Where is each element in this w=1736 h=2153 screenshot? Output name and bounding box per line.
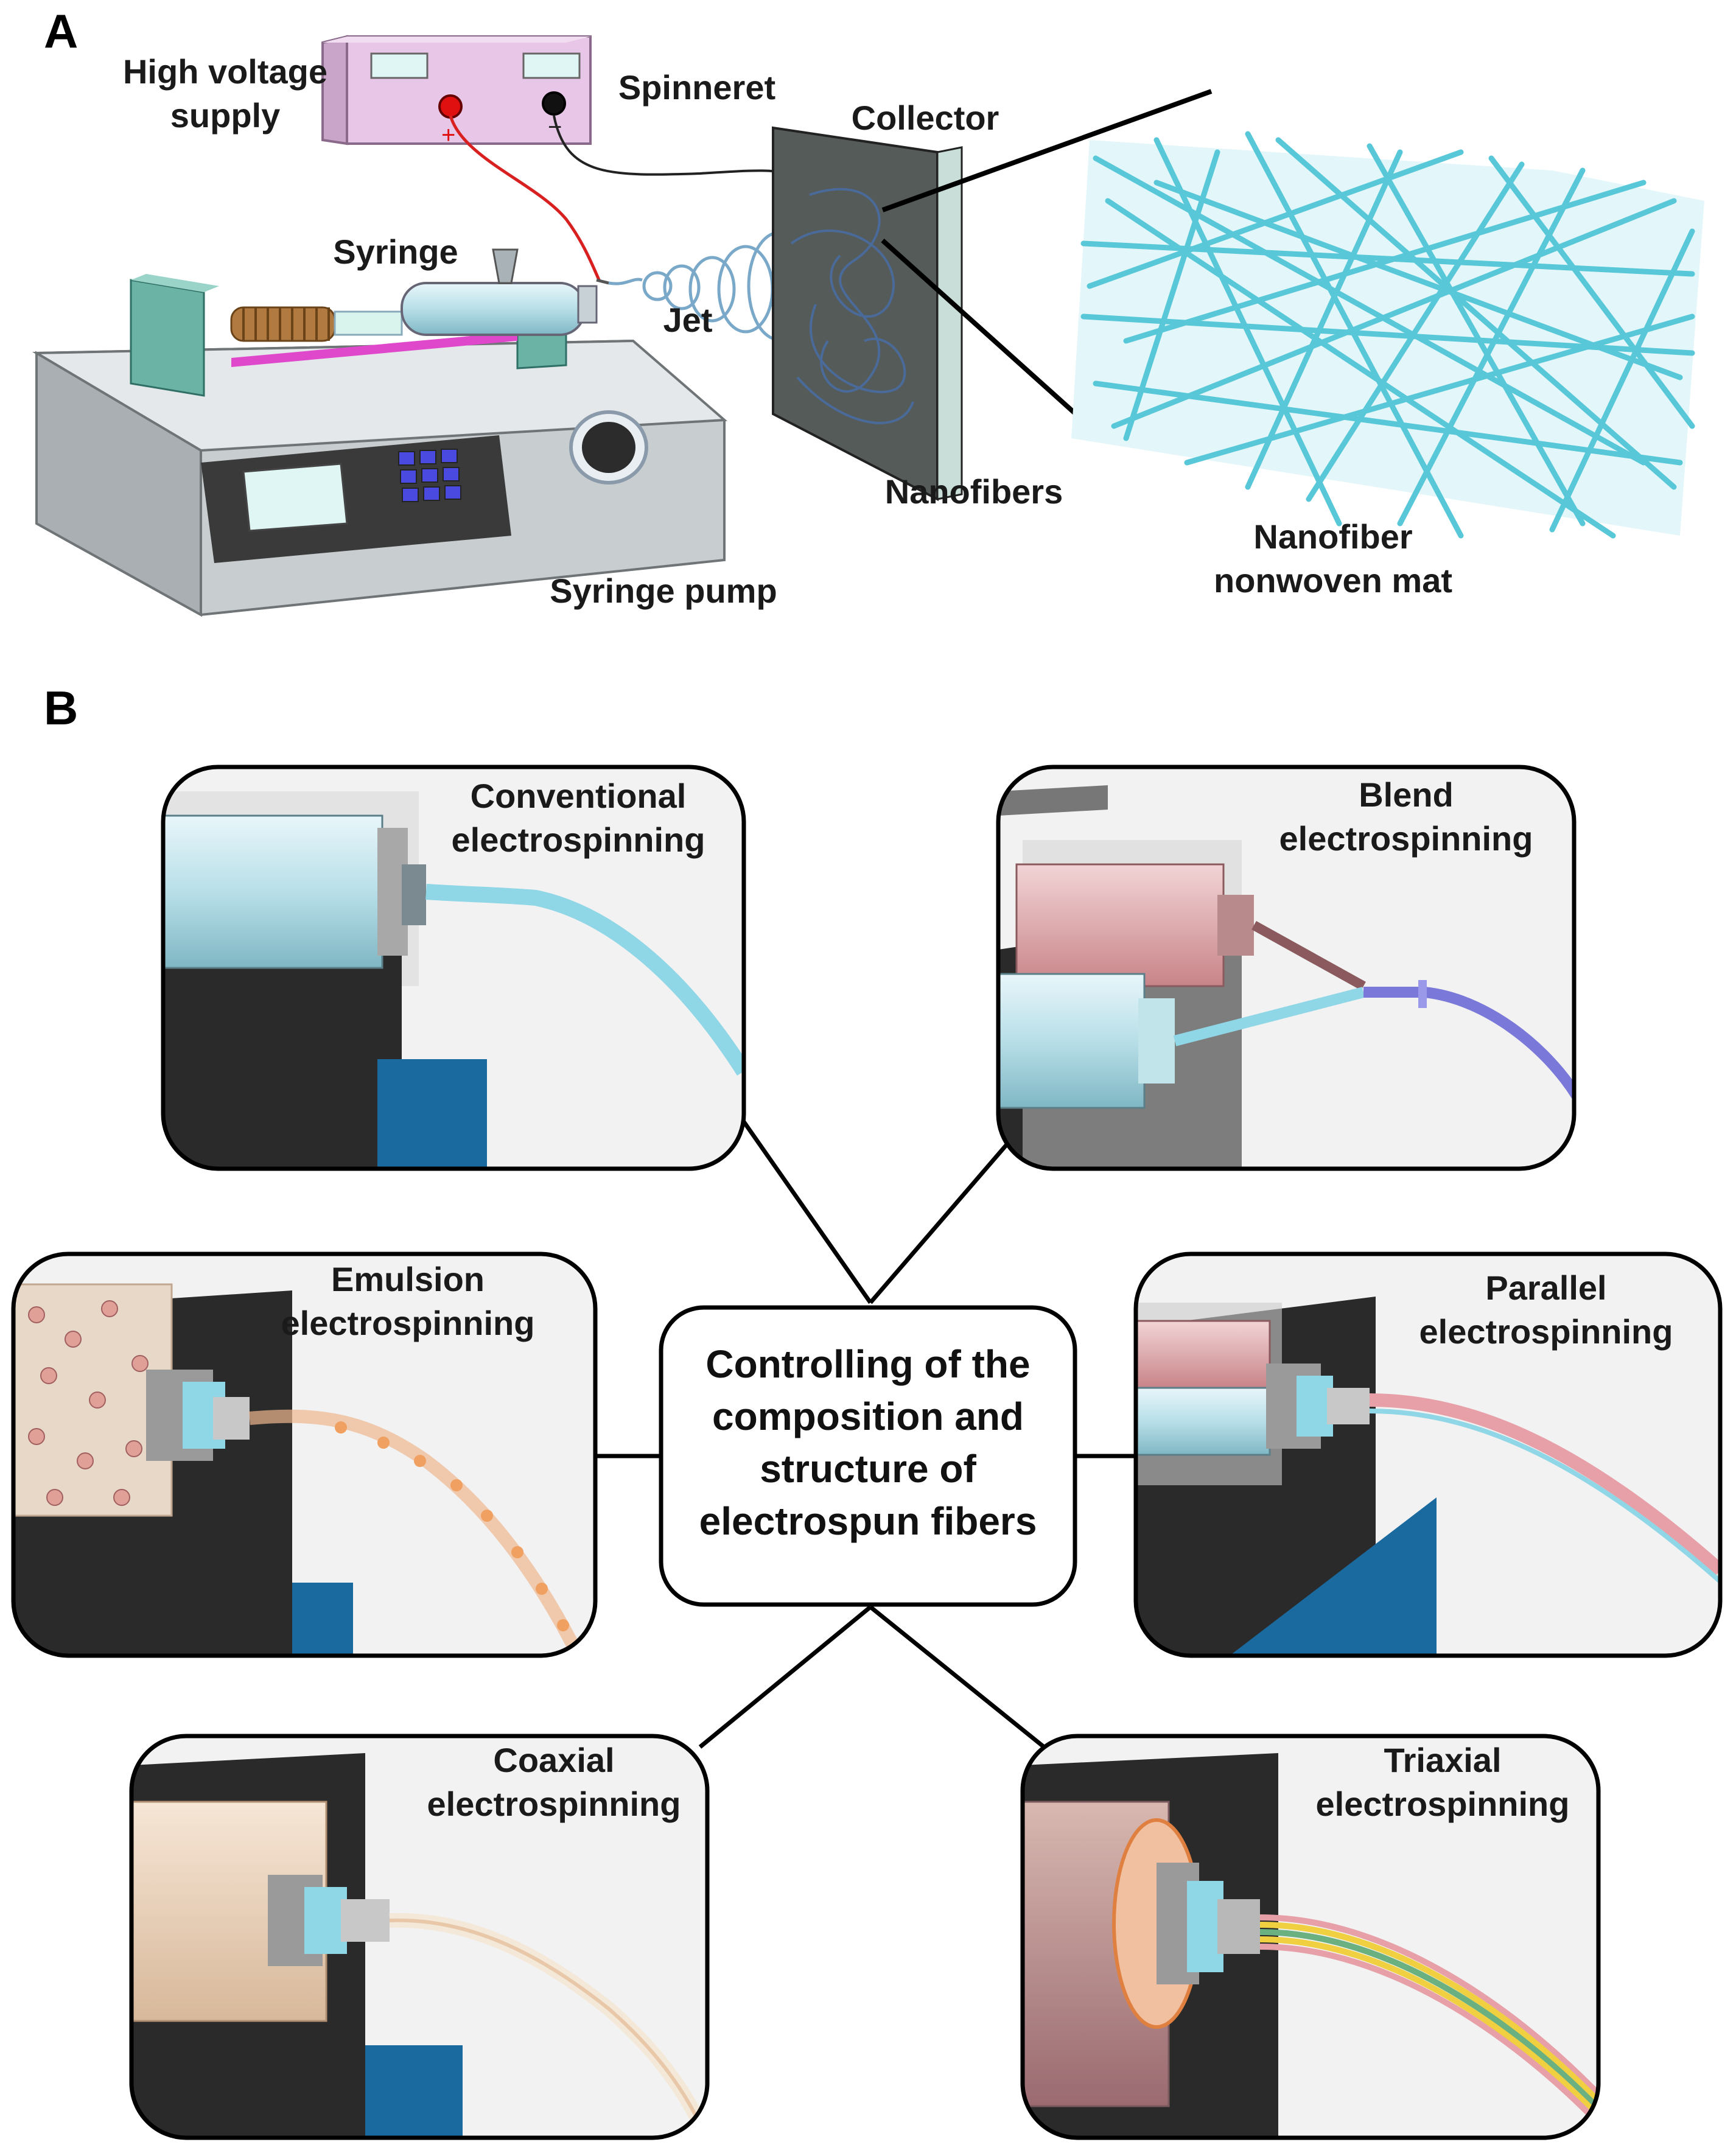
label-nanofiber-nonwoven-mat: Nanofiber nonwoven mat <box>1213 517 1453 600</box>
method-box-conventional <box>161 765 746 1171</box>
method-box-emulsion <box>11 1252 598 1658</box>
center-concept-box <box>659 1305 1077 1607</box>
high-voltage-supply: + − <box>321 35 592 149</box>
title-triaxial-electrospinning: Triaxial electrospinning <box>1315 1741 1570 1823</box>
label-nanofibers: Nanofibers <box>884 472 1063 511</box>
drive-spring <box>230 306 336 342</box>
title-emulsion-electrospinning: Emulsion electrospinning <box>281 1260 535 1342</box>
ground-wire <box>553 115 798 178</box>
method-box-blend <box>996 765 1577 1171</box>
title-blend-electrospinning: Blend electrospinning <box>1279 775 1533 858</box>
method-box-triaxial <box>1020 1734 1601 2140</box>
svg-text:+: + <box>441 122 455 149</box>
title-conventional-electrospinning: Conventional electrospinning <box>451 777 705 859</box>
title-coaxial-electrospinning: Coaxial electrospinning <box>427 1741 681 1823</box>
zoom-line-top <box>881 89 1213 212</box>
label-high-voltage-supply: High voltage supply <box>122 52 328 135</box>
connector-lines <box>595 1118 1136 1761</box>
center-concept-text: Controlling of the composition and struc… <box>699 1342 1037 1543</box>
label-collector: Collector <box>851 99 999 137</box>
collector <box>772 126 963 502</box>
nanofiber-mat <box>1071 131 1704 539</box>
title-parallel-electrospinning: Parallel electrospinning <box>1419 1269 1673 1351</box>
label-syringe-pump: Syringe pump <box>550 572 777 610</box>
label-spinneret: Spinneret <box>618 68 776 107</box>
panel-letter-b: B <box>44 681 79 735</box>
syringe-pump <box>32 248 728 617</box>
label-jet: Jet <box>663 301 713 339</box>
method-box-coaxial <box>129 1734 710 2140</box>
positive-wire <box>449 115 601 282</box>
zoom-line-bottom <box>881 239 1094 431</box>
panel-letter-a: A <box>44 4 79 58</box>
label-syringe: Syringe <box>333 233 458 271</box>
method-box-parallel <box>1133 1252 1723 1658</box>
